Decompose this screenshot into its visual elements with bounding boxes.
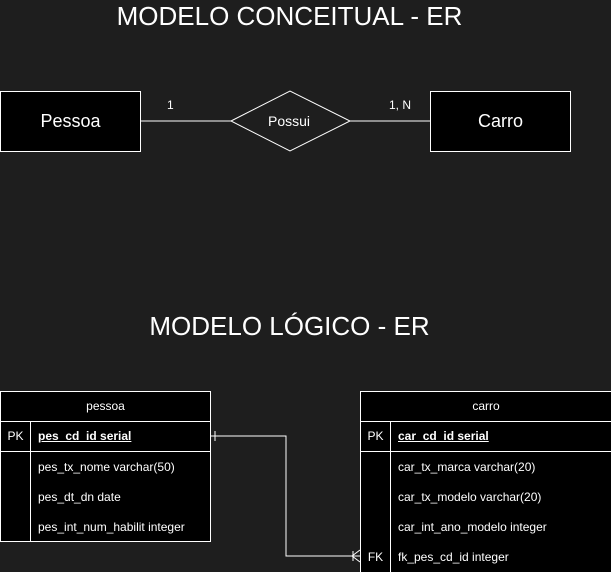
table-row[interactable]: pes_int_num_habilit integer [1, 512, 210, 542]
cardinality-right: 1, N [389, 98, 412, 112]
column-name: car_tx_modelo varchar(20) [398, 490, 542, 504]
relationship-diamond [229, 90, 352, 152]
table-row[interactable]: car_tx_modelo varchar(20) [361, 482, 611, 512]
table-pessoa-pk-row[interactable]: PK pes_cd_id serial [1, 422, 210, 452]
key-cell [361, 482, 391, 512]
pk-column: car_cd_id serial [398, 429, 489, 443]
conceptual-title: MODELO CONCEITUAL - ER [116, 1, 463, 31]
entity-carro-label: Carro [477, 111, 523, 131]
table-pessoa[interactable]: pessoa PK pes_cd_id serial pes_tx_nome v… [0, 391, 211, 542]
key-cell [1, 512, 31, 542]
entity-pessoa[interactable]: Pessoa [0, 91, 141, 152]
column-name: pes_int_num_habilit integer [38, 520, 185, 534]
cardinality-left: 1 [167, 98, 174, 112]
table-carro-header: carro [361, 392, 611, 422]
column-name: car_tx_marca varchar(20) [398, 460, 536, 474]
key-cell [361, 452, 391, 482]
table-row[interactable]: car_tx_marca varchar(20) [361, 452, 611, 482]
table-row[interactable]: car_int_ano_modelo integer [361, 512, 611, 542]
relationship-label: Possui [268, 113, 311, 129]
entity-carro[interactable]: Carro [430, 91, 571, 152]
pk-label: PK [361, 422, 391, 451]
crowsfoot-upper [351, 549, 361, 557]
table-row[interactable]: pes_dt_dn date [1, 482, 210, 512]
key-cell [361, 512, 391, 542]
pk-label: PK [1, 422, 31, 451]
crowsfoot-lower [351, 555, 361, 563]
table-carro[interactable]: carro PK car_cd_id serial car_tx_marca v… [360, 391, 611, 572]
column-name: car_int_ano_modelo integer [398, 520, 547, 534]
column-name: pes_tx_nome varchar(50) [38, 460, 175, 474]
table-carro-pk-row[interactable]: PK car_cd_id serial [361, 422, 611, 452]
key-cell [1, 452, 31, 482]
fk-connector [211, 435, 360, 557]
fk-column: fk_pes_cd_id integer [398, 550, 509, 564]
fk-label: FK [361, 542, 391, 572]
key-cell [1, 482, 31, 512]
logical-title: MODELO LÓGICO - ER [149, 311, 430, 341]
table-pessoa-header: pessoa [1, 392, 210, 422]
entity-pessoa-label: Pessoa [40, 111, 101, 131]
table-carro-fk-row[interactable]: FK fk_pes_cd_id integer [361, 542, 611, 572]
table-row[interactable]: pes_tx_nome varchar(50) [1, 452, 210, 482]
pk-column: pes_cd_id serial [38, 429, 132, 443]
column-name: pes_dt_dn date [38, 490, 121, 504]
